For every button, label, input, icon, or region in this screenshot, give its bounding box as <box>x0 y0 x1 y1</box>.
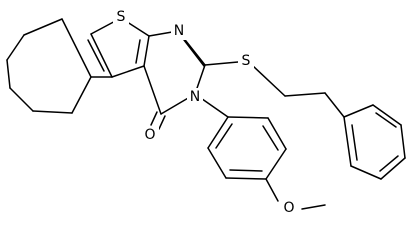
label-methoxy-o: O <box>283 200 294 216</box>
label-thiophene-s: S <box>117 9 126 25</box>
thiophene-ring <box>87 17 150 78</box>
methoxy-group <box>265 178 326 210</box>
atom-thiophene-sulfur: S <box>113 8 129 26</box>
label-carbonyl-o: O <box>144 127 155 143</box>
carbonyl-bond <box>150 111 166 130</box>
phenyl-ring <box>343 104 406 180</box>
label-pyrimidine-n3: N <box>190 89 200 105</box>
methoxyphenyl-ring <box>207 116 287 180</box>
cycloheptane-ring <box>6 18 92 114</box>
atom-pyrimidine-n3: N <box>187 88 203 106</box>
atom-methoxy-oxygen: O <box>280 199 298 217</box>
atom-carbonyl-oxygen: O <box>141 126 159 144</box>
phenethyl-thio-chain <box>204 61 345 118</box>
atom-thioether-sulfur: S <box>238 52 254 70</box>
molecule-structure: S N S N O O <box>6 8 406 217</box>
atom-pyrimidine-n1: N <box>171 22 187 40</box>
label-thioether-s: S <box>242 53 251 69</box>
label-pyrimidine-n1: N <box>174 23 184 39</box>
